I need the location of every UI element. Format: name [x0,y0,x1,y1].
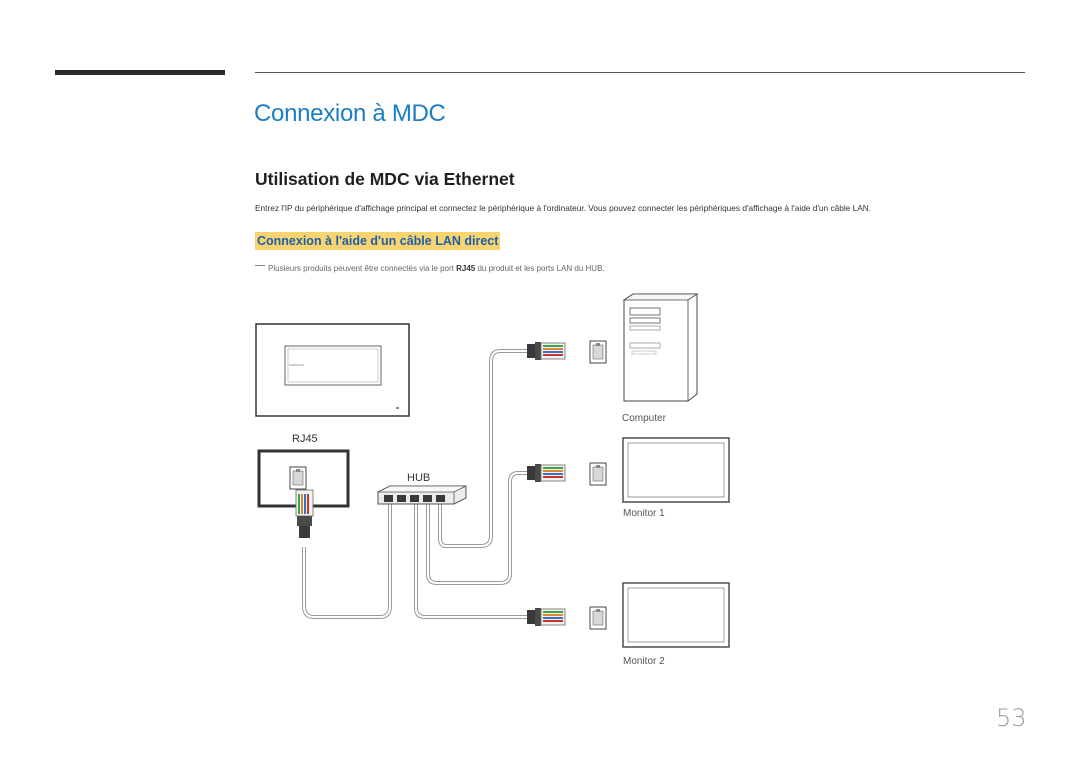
hub-label: HUB [407,472,430,484]
note-text-after: du produit et les ports LAN du HUB. [475,264,605,273]
computer-label: Computer [622,413,667,424]
note-text-bold: RJ45 [456,264,476,273]
note-text-before: Plusieurs produits peuvent être connecté… [268,264,457,273]
monitor1-label: Monitor 1 [623,508,665,519]
monitor2-plug [526,607,566,627]
subsection-title: Connexion à l'aide d'un câble LAN direct [255,232,501,250]
page-number: 53 [996,704,1027,732]
cable-hub-computer [438,349,527,548]
display-product: SAMSUNG [255,323,410,417]
hub-device [377,485,467,505]
left-accent-bar [55,70,225,75]
monitor2-jack [589,606,607,630]
section-title: Utilisation de MDC via Ethernet [255,169,515,189]
computer-plug [526,341,566,361]
computer-jack [589,340,607,364]
display-logo: SAMSUNG [289,363,305,367]
body-paragraph: Entrez l'IP du périphérique d'affichage … [255,203,872,213]
monitor1 [622,437,730,503]
monitor2 [622,582,730,648]
rj45-label: RJ45 [292,433,318,445]
cable-display-hub [302,504,392,619]
note: Plusieurs produits peuvent être connecté… [255,264,605,273]
header-rule [255,72,1025,73]
computer-tower [622,293,699,402]
page-title: Connexion à MDC [254,100,446,127]
display-plug [295,489,314,538]
note-icon [255,265,265,266]
monitor2-label: Monitor 2 [623,656,665,667]
monitor1-jack [589,462,607,486]
monitor1-plug [526,463,566,483]
